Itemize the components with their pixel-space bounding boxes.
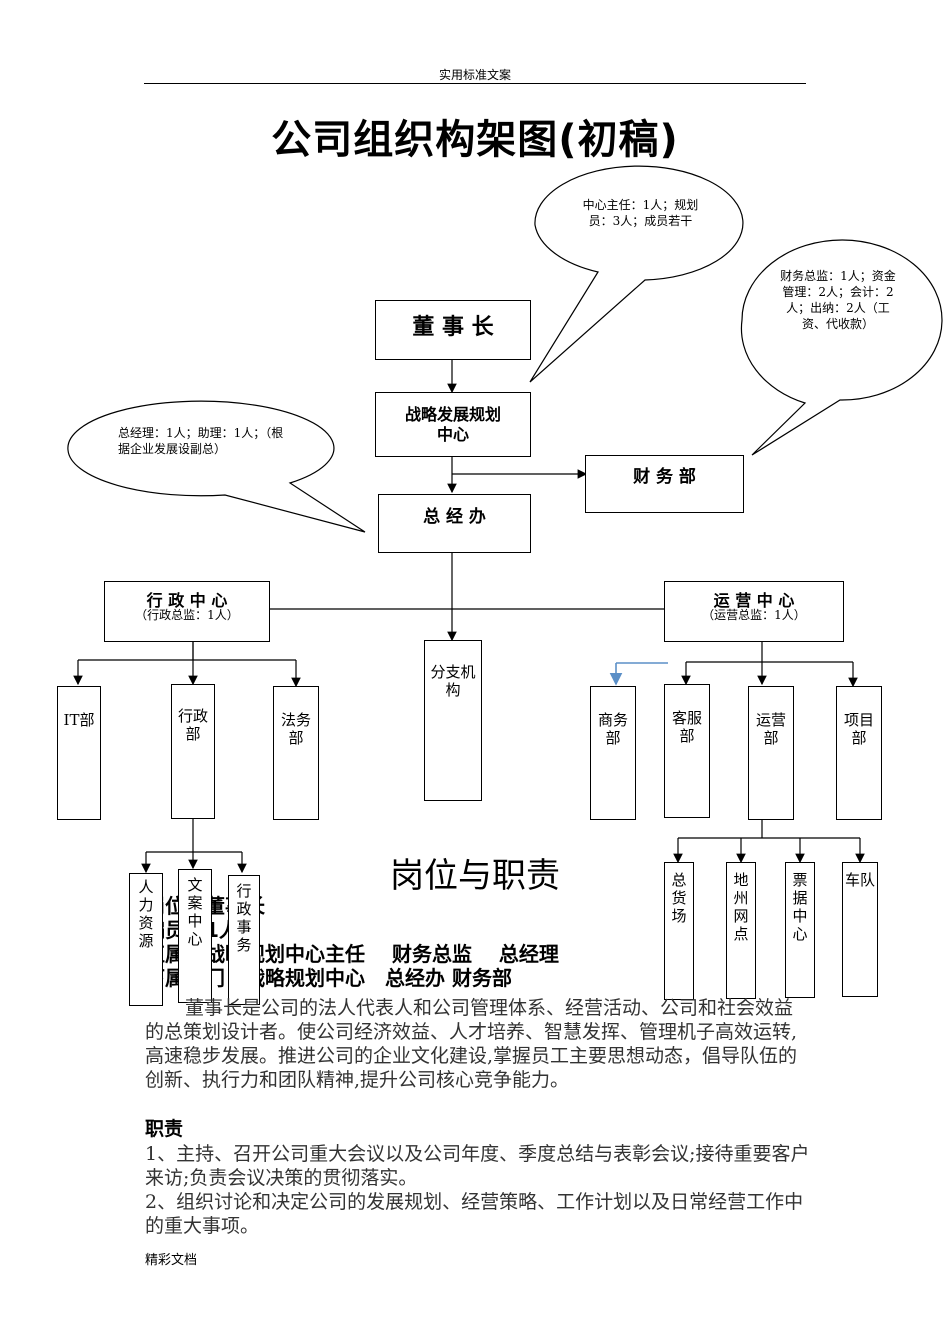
org-label-admin-center: 行 政 中 心 <box>146 591 228 610</box>
bubble-text-gm: 总经理：1人；助理：1人；（根据企业发展设副总） <box>118 426 284 456</box>
org-label-strategy-2: 中心 <box>436 425 469 444</box>
org-label-customer-service: 客服部 <box>671 709 702 745</box>
org-sub-admin-center: （行政总监：1人） <box>135 608 239 622</box>
org-box-local-outlets: 地州网点 <box>726 862 756 999</box>
org-box-ticket-center: 票据中心 <box>785 862 815 998</box>
org-box-customer-service: 客服部 <box>664 684 710 818</box>
org-box-admin-affairs: 行政事务 <box>228 875 260 1005</box>
org-label-gm-office: 总 经 办 <box>423 507 486 527</box>
org-box-branch: 分支机构 <box>424 640 482 801</box>
org-box-chairman: 董 事 长 <box>375 300 531 360</box>
org-sub-ops-center: （运营总监：1人） <box>702 608 806 622</box>
org-box-legal: 法务部 <box>273 686 319 820</box>
org-label-project: 项目部 <box>843 711 874 747</box>
org-label-ticket-center: 票据中心 <box>792 871 808 943</box>
bubble-center-director <box>529 165 744 383</box>
org-label-business: 商务部 <box>597 711 628 747</box>
org-box-it: IT部 <box>57 686 101 820</box>
page-header: 实用标准文案 <box>438 68 511 82</box>
duty-item-2: 2、组织讨论和决定公司的发展规划、经营策略、工作计划以及日常经营工作中的重大事项… <box>145 1191 804 1237</box>
page-title: 公司组织构架图(初稿) <box>271 117 679 163</box>
org-label-branch: 分支机构 <box>430 663 476 699</box>
duty-item-1: 1、主持、召开公司重大会议以及公司年度、季度总结与表彰会议;接待重要客户来访;负… <box>145 1143 810 1189</box>
org-label-chairman: 董 事 长 <box>412 315 494 340</box>
section-title: 岗位与职责 <box>390 856 560 896</box>
org-label-ops-center: 运 营 中 心 <box>713 591 795 610</box>
info-text-direct-reports: 属：战略规划中心主任 财务总监 总经理 <box>165 942 559 966</box>
org-box-strategy: 战略发展规划 中心 <box>375 392 531 457</box>
org-box-gm-office: 总 经 办 <box>378 494 531 553</box>
org-label-ops-dept: 运营部 <box>755 711 786 747</box>
org-label-strategy-1: 战略发展规划 <box>404 405 501 424</box>
org-box-freight: 总货场 <box>664 862 694 1000</box>
bubble-text-center-director: 中心主任：1人；规划员：3人；成员若干 <box>582 198 699 228</box>
org-label-fleet: 车队 <box>845 871 876 889</box>
org-box-project: 项目部 <box>836 686 882 820</box>
org-label-it: IT部 <box>63 711 95 729</box>
header-divider <box>144 83 806 84</box>
org-box-copywriting: 文案中心 <box>178 869 212 1003</box>
org-label-copywriting: 文案中心 <box>187 876 203 948</box>
org-label-admin-affairs: 行政事务 <box>236 882 252 954</box>
intro-paragraph: 董事长是公司的法人代表人和公司管理体系、经营活动、公司和社会效益的总策划设计者。… <box>145 997 798 1091</box>
org-box-admin-center: 行 政 中 心 （行政总监：1人） <box>104 581 270 642</box>
org-label-legal: 法务部 <box>280 711 311 747</box>
org-box-fleet: 车队 <box>842 862 878 997</box>
org-box-finance: 财 务 部 <box>585 455 744 513</box>
bubble-finance-director <box>740 239 943 456</box>
org-box-ops-center: 运 营 中 心 （运营总监：1人） <box>664 581 844 642</box>
page-footer: 精彩文档 <box>145 1253 198 1268</box>
bubble-gm <box>67 400 366 533</box>
org-box-business: 商务部 <box>590 686 636 820</box>
org-box-ops-dept: 运营部 <box>748 686 794 820</box>
duty-heading: 职责 <box>145 1118 184 1140</box>
org-box-hr: 人力资源 <box>129 873 163 1006</box>
info-text-subordinate-depts: 属部门：战略规划中心 总经办 财务部 <box>165 966 512 990</box>
org-label-admin-dept: 行政部 <box>177 707 208 743</box>
org-box-admin-dept: 行政部 <box>171 684 215 819</box>
bubble-text-finance-director: 财务总监：1人；资金管理：2人；会计：2人；出纳：2人（工资、代收款） <box>780 269 896 331</box>
org-label-hr: 人力资源 <box>138 878 154 950</box>
org-label-freight: 总货场 <box>671 871 687 925</box>
org-label-finance: 财 务 部 <box>633 467 696 487</box>
org-label-local-outlets: 地州网点 <box>733 871 749 943</box>
